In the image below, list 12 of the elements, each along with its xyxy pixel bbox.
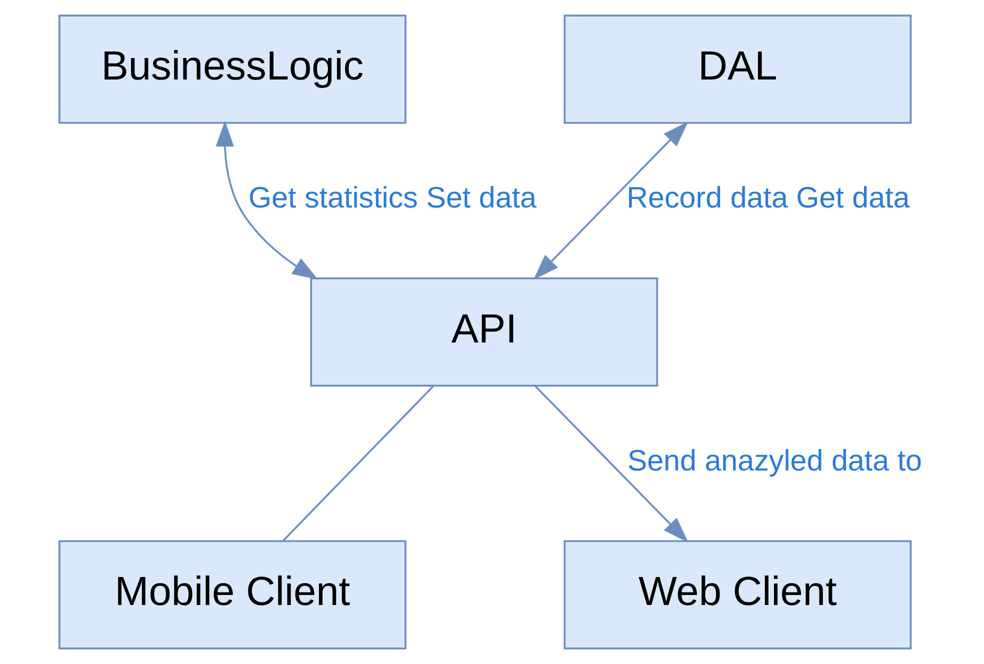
- edge-label: Record data Get data: [626, 182, 910, 215]
- node-box: BusinessLogic: [58, 14, 406, 124]
- connector: [282, 386, 434, 542]
- node-box: DAL: [564, 14, 912, 124]
- edge-label: Get statistics Set data: [248, 182, 537, 215]
- node-box: API: [310, 277, 658, 387]
- edge-label: Send anazyled data to: [627, 444, 922, 478]
- arrow: [533, 121, 688, 280]
- arrow: [216, 120, 318, 280]
- arrow: [534, 386, 688, 543]
- node-box: Mobile Client: [58, 540, 406, 650]
- node-box: Web Client: [564, 540, 912, 650]
